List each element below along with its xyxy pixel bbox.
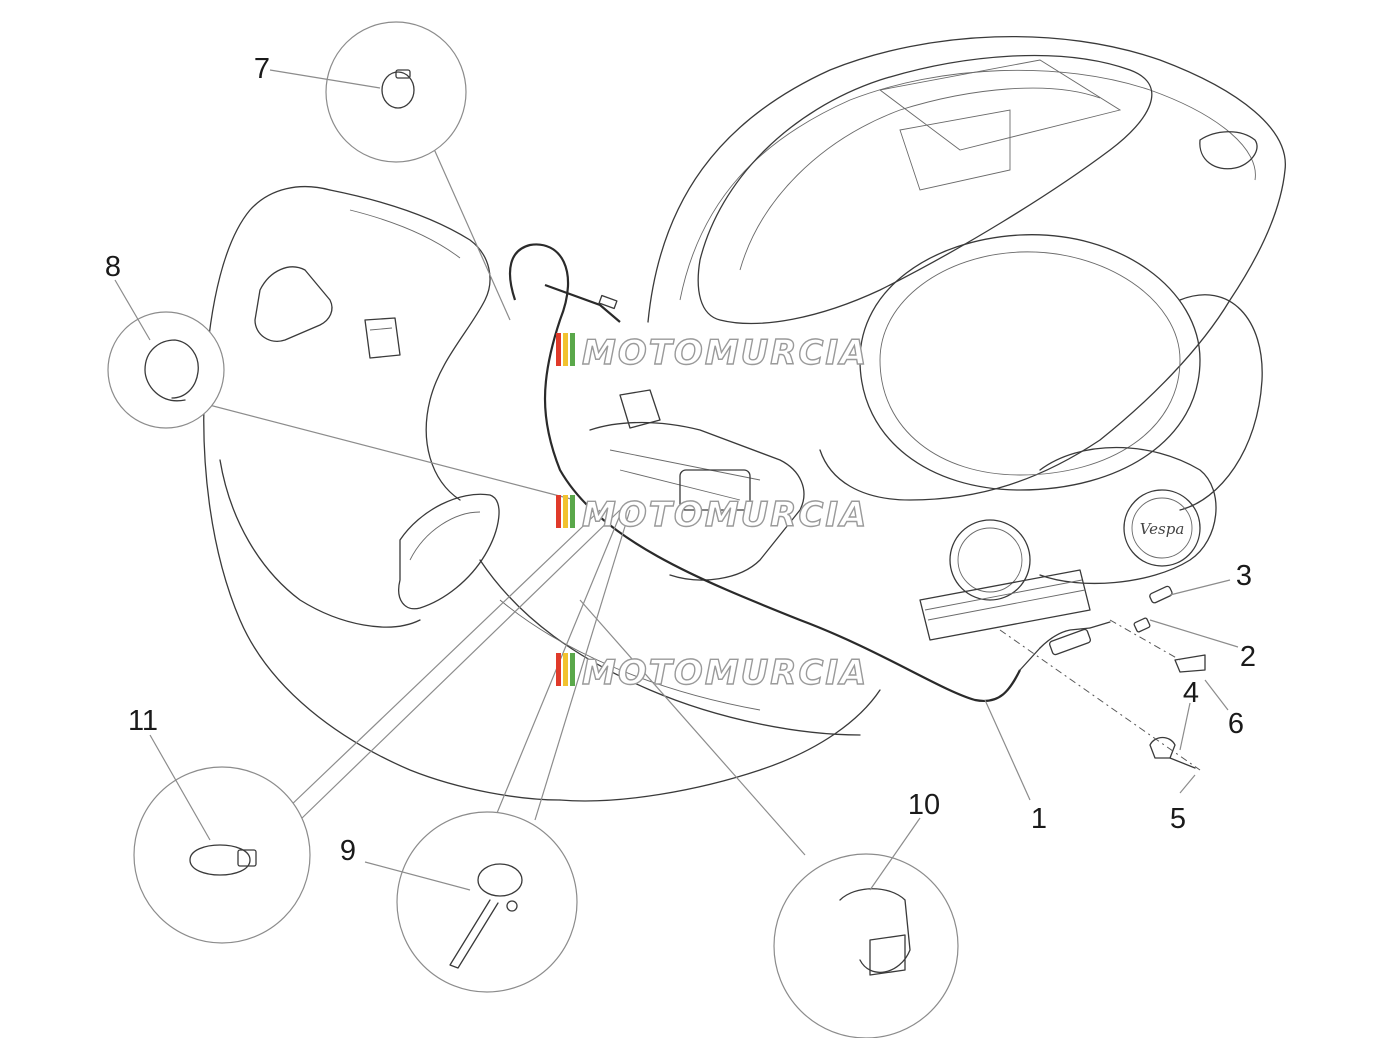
part-number-3: 3 — [1236, 560, 1252, 592]
svg-text:MOTOMURCIA: MOTOMURCIA — [582, 333, 868, 373]
part-labels: 1 2 3 4 5 6 7 8 9 10 11 — [105, 53, 1256, 867]
watermark-middle: MOTOMURCIA — [556, 494, 868, 536]
detail-7 — [325, 21, 511, 321]
detail-8 — [107, 311, 576, 501]
watermark-bottom: MOTOMURCIA — [556, 652, 868, 694]
part-number-11: 11 — [128, 705, 158, 737]
svg-text:MOTOMURCIA: MOTOMURCIA — [582, 495, 868, 535]
part-3-bolt — [1149, 585, 1173, 604]
front-shield — [203, 185, 881, 802]
part-4-clip — [1149, 736, 1176, 759]
detail-9 — [396, 509, 631, 993]
part-number-10: 10 — [908, 789, 940, 821]
cable-assembly — [508, 243, 1206, 771]
detail-11 — [133, 509, 621, 944]
vespa-logo: Vespa — [1140, 520, 1185, 538]
watermark-top: MOTOMURCIA — [556, 332, 868, 374]
part-number-6: 6 — [1228, 708, 1244, 740]
scooter-body: Vespa — [647, 36, 1286, 641]
detail-10 — [579, 599, 959, 1038]
part-number-9: 9 — [340, 835, 356, 867]
part-number-1: 1 — [1031, 803, 1047, 835]
part-number-7: 7 — [254, 53, 270, 85]
part-number-2: 2 — [1240, 641, 1256, 673]
part-number-5: 5 — [1170, 803, 1186, 835]
part-number-8: 8 — [105, 251, 121, 283]
svg-text:MOTOMURCIA: MOTOMURCIA — [582, 653, 868, 693]
part-2-nut — [1133, 617, 1151, 633]
part-5-screw — [1169, 757, 1196, 769]
part-6-bracket — [1174, 654, 1206, 673]
part-number-4: 4 — [1183, 677, 1199, 709]
leaders — [114, 69, 1239, 891]
